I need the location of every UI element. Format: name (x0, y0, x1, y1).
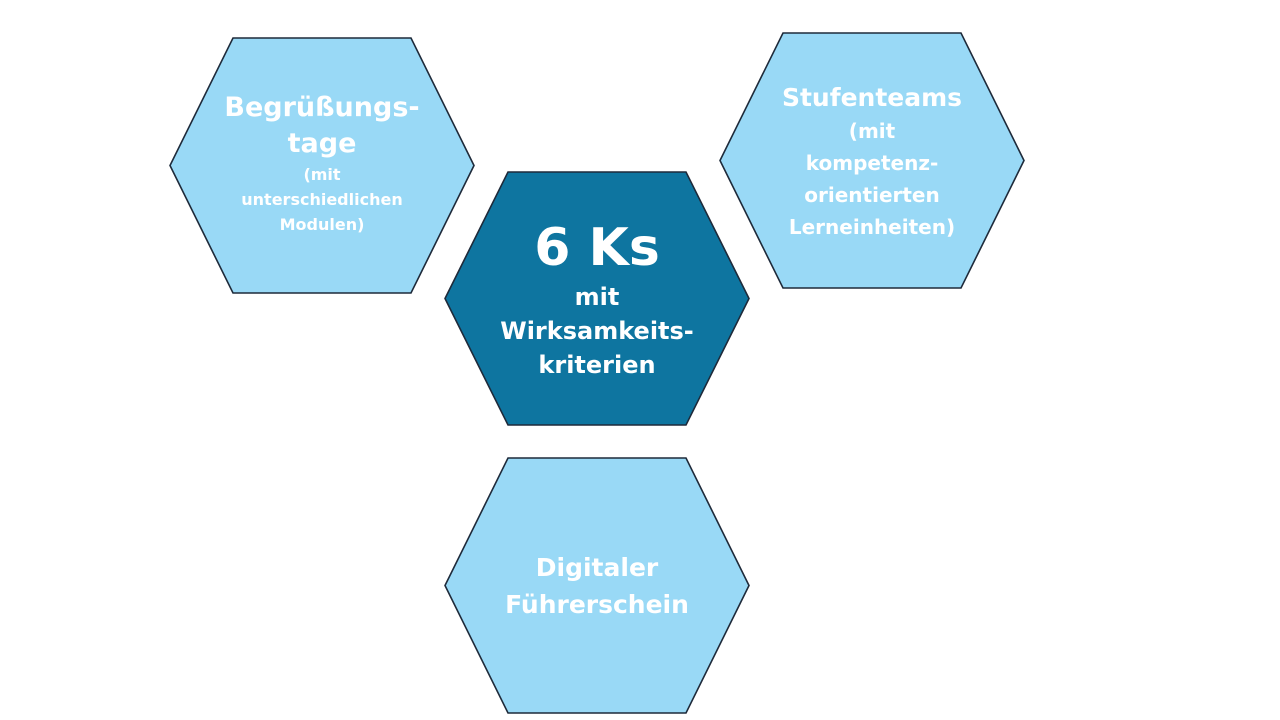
hexagon-subtitle-line: unterschiedlichen (241, 190, 403, 209)
hexagon-title-line: Stufenteams (781, 83, 963, 112)
hexagon-label: Digitaler Führerschein (445, 458, 749, 713)
hexagon-subtitle-line: kriterien (538, 351, 656, 379)
hexagon-shape (444, 171, 750, 426)
hexagon-shape (444, 457, 750, 714)
hexagon-subtitle-line: (mit (848, 119, 896, 143)
hexagon-title-line: 6 Ks (534, 218, 660, 278)
hexagon-title-line: Führerschein (505, 589, 689, 619)
hexagon-label: Stufenteams (mit kompetenz- orientierten… (720, 33, 1024, 288)
hexagon-shape (169, 37, 475, 294)
hexagon-subtitle-line: orientierten (804, 183, 940, 207)
hexagon-subtitle-line: mit (574, 283, 620, 311)
hexagon-subtitle-line: (mit (303, 165, 341, 184)
hexagon-subtitle-line: Lerneinheiten) (788, 215, 956, 239)
hexagon-subtitle-line: Wirksamkeits- (500, 317, 694, 345)
hexagon-label: Begrüßungs- tage (mit unterschiedlichen … (170, 38, 474, 293)
hexagon-title-line: Begrüßungs- (224, 92, 420, 123)
hexagon-digitaler-fuehrerschein: Digitaler Führerschein (444, 457, 750, 714)
hexagon-subtitle-line: Modulen) (279, 215, 365, 234)
hexagon-title-line: Digitaler (535, 552, 659, 582)
hexagon-stufenteams: Stufenteams (mit kompetenz- orientierten… (719, 32, 1025, 289)
hexagon-label: 6 Ks mit Wirksamkeits- kriterien (445, 172, 749, 425)
hexagon-title-line: tage (287, 128, 357, 159)
hexagon-shape (719, 32, 1025, 289)
hexagon-6-ks: 6 Ks mit Wirksamkeits- kriterien (444, 171, 750, 426)
hexagon-subtitle-line: kompetenz- (805, 151, 939, 175)
hexagon-begruessungstage: Begrüßungs- tage (mit unterschiedlichen … (169, 37, 475, 294)
